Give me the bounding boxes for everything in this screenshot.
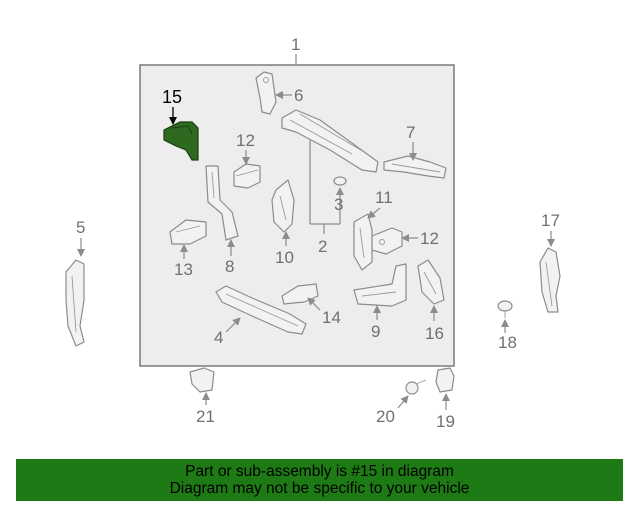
callout-12-upper[interactable]: 12 xyxy=(236,131,255,150)
callout-17[interactable]: 17 xyxy=(541,211,560,230)
callout-12-lower[interactable]: 12 xyxy=(420,229,439,248)
callout-15[interactable]: 15 xyxy=(162,87,182,107)
vehicle-fit-notice-banner: Part or sub-assembly is #15 in diagram D… xyxy=(16,459,623,501)
callout-10[interactable]: 10 xyxy=(275,248,294,267)
part-3-nut[interactable] xyxy=(333,176,347,186)
part-5-side-member[interactable] xyxy=(65,259,85,347)
leader-11 xyxy=(367,207,381,219)
callout-19[interactable]: 19 xyxy=(436,412,455,431)
callout-7[interactable]: 7 xyxy=(406,123,415,142)
callout-4[interactable]: 4 xyxy=(214,328,223,347)
part-6-bracket[interactable] xyxy=(255,71,277,115)
part-20-bolt[interactable] xyxy=(405,379,427,395)
notice-line-2: Diagram may not be specific to your vehi… xyxy=(169,480,470,497)
callout-2[interactable]: 2 xyxy=(318,237,327,256)
part-4-lower-support[interactable] xyxy=(215,285,307,335)
part-15-bracket[interactable] xyxy=(163,121,199,161)
callout-14[interactable]: 14 xyxy=(322,308,341,327)
callout-18[interactable]: 18 xyxy=(498,333,517,352)
part-17-side-member[interactable] xyxy=(539,247,561,313)
leader-14 xyxy=(307,297,321,311)
part-8-side-panel[interactable] xyxy=(205,165,239,241)
callout-21[interactable]: 21 xyxy=(196,407,215,426)
callout-5[interactable]: 5 xyxy=(76,218,85,237)
callout-13[interactable]: 13 xyxy=(174,260,193,279)
part-13-block[interactable] xyxy=(169,219,207,245)
part-9-bracket[interactable] xyxy=(353,263,407,307)
part-11-side-panel[interactable] xyxy=(353,213,373,271)
callout-16[interactable]: 16 xyxy=(425,324,444,343)
part-18-clip[interactable] xyxy=(497,300,513,318)
part-2-upper-support[interactable] xyxy=(281,109,379,173)
callout-3[interactable]: 3 xyxy=(334,195,343,214)
leader-4 xyxy=(225,317,241,333)
callout-1[interactable]: 1 xyxy=(291,35,300,54)
part-16-bracket[interactable] xyxy=(417,259,445,305)
notice-line-1: Part or sub-assembly is #15 in diagram xyxy=(185,463,454,480)
callout-20[interactable]: 20 xyxy=(376,407,395,426)
part-21-bracket[interactable] xyxy=(189,367,215,393)
callout-11[interactable]: 11 xyxy=(375,188,393,207)
part-10-side-panel[interactable] xyxy=(271,179,295,233)
callout-8[interactable]: 8 xyxy=(225,257,234,276)
callout-6[interactable]: 6 xyxy=(294,86,303,105)
leader-20 xyxy=(397,395,409,409)
part-12-block-lower[interactable] xyxy=(371,227,403,255)
part-19-retainer[interactable] xyxy=(435,367,455,393)
callout-9[interactable]: 9 xyxy=(371,322,380,341)
